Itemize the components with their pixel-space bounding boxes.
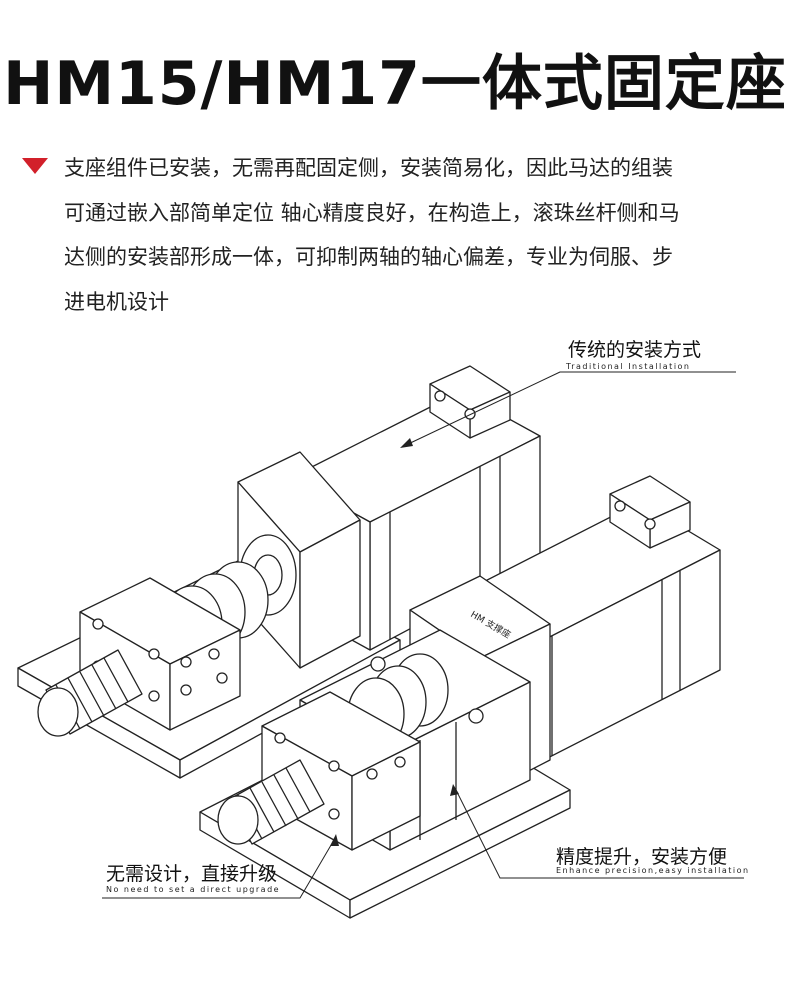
front-ball-screw (217, 759, 325, 845)
arrowhead-icon (400, 438, 413, 448)
page-title: HM15/HM17一体式固定座 (3, 49, 787, 119)
traditional-label-en: Traditional Installation (566, 362, 691, 371)
traditional-leader-line (403, 371, 736, 447)
red-triangle-icon (22, 158, 48, 174)
callout-leaders (102, 371, 744, 899)
traditional-label: 传统的安装方式 (568, 339, 702, 361)
precision-label: 精度提升，安装方便 (556, 846, 728, 868)
front-coupling (347, 653, 449, 751)
precision-leader-line (455, 789, 744, 879)
description: 支座组件已安装，无需再配固定侧，安装简易化，因此马达的组装 可通过嵌入部简单定位… (64, 146, 774, 324)
precision-label-en: Enhance precision,easy installation (556, 866, 750, 875)
description-line: 达侧的安装部形成一体，可抑制两轴的轴心偏差，专业为伺服、步 (64, 245, 673, 269)
description-line: 进电机设计 (64, 289, 169, 314)
arrowhead-icon (450, 784, 459, 796)
description-line: 支座组件已安装，无需再配固定侧，安装简易化，因此马达的组装 (64, 156, 673, 180)
no-design-label-en: No need to set a direct upgrade (106, 885, 281, 894)
no-design-label: 无需设计，直接升级 (106, 863, 278, 885)
back-ball-screw (37, 649, 143, 737)
arrowhead-icon (330, 834, 339, 846)
no-design-leader-line (102, 839, 335, 899)
description-line: 可通过嵌入部简单定位 轴心精度良好，在构造上，滚珠丝杆侧和马 (64, 200, 680, 225)
callout-arrowheads (330, 438, 459, 846)
